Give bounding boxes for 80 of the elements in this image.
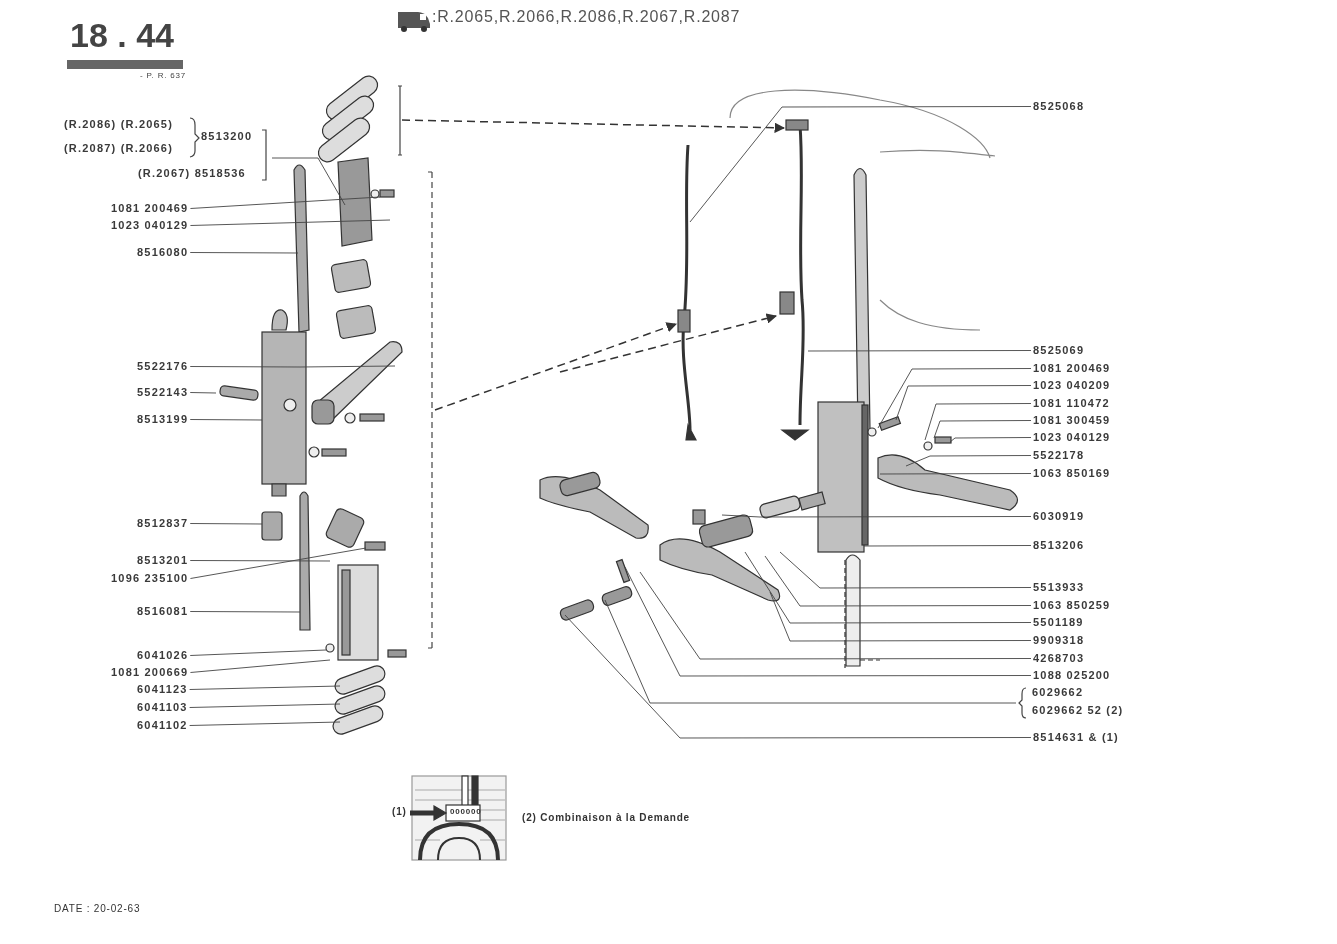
leader-line: [877, 368, 1032, 429]
part-number: 5522143: [137, 386, 189, 399]
leader-line: [949, 437, 1032, 443]
leader-line: [189, 365, 396, 368]
part-number: 1023 040129: [1033, 431, 1111, 444]
leader-line: [779, 551, 1032, 589]
part-number: 8516081: [137, 605, 189, 618]
part-number: 8516080: [137, 246, 189, 259]
part-number: 1023 040129: [111, 219, 189, 232]
leader-line: [190, 219, 391, 226]
part-number: (R.2086) (R.2065): [64, 118, 174, 131]
leader-line: [807, 350, 1032, 352]
leader-line: [190, 659, 331, 673]
leader-line: [190, 547, 367, 579]
leader-line: [721, 514, 1032, 518]
leader-line: [769, 591, 1032, 642]
leader-line: [189, 649, 327, 656]
leader-line: [190, 196, 381, 209]
leader-line: [924, 403, 1032, 441]
part-number: 5522176: [137, 360, 189, 373]
leader-line: [764, 555, 1032, 607]
date-note: DATE : 20-02-63: [54, 903, 141, 914]
leader-line: [189, 611, 301, 613]
part-number: 4268703: [1033, 652, 1085, 665]
leader-line: [271, 157, 346, 206]
part-number: 1096 235100: [111, 572, 189, 585]
part-number: 8525068: [1033, 100, 1085, 113]
leader-line: [189, 392, 217, 394]
leader-line: [624, 566, 1032, 677]
part-number: 6041103: [137, 701, 188, 714]
leader-line: [189, 252, 299, 254]
part-number: 1023 040209: [1033, 379, 1111, 392]
part-number: 5522178: [1033, 449, 1085, 462]
leader-line: [863, 545, 1032, 547]
part-number: 1063 850259: [1033, 599, 1111, 612]
part-number: 1081 110472: [1033, 397, 1110, 410]
leader-line: [744, 551, 1032, 624]
part-number: 6041026: [137, 649, 189, 662]
part-number: 5513933: [1033, 581, 1085, 594]
part-number: 1088 025200: [1033, 669, 1111, 682]
part-number: 1063 850169: [1033, 467, 1111, 480]
part-number: (R.2087) (R.2066): [64, 142, 174, 155]
part-number: 1081 200469: [111, 202, 189, 215]
leader-line: [189, 703, 341, 708]
part-number: 6029662: [1032, 686, 1084, 699]
page-title: 18 . 44: [70, 16, 174, 55]
model-list: :R.2065,R.2066,R.2086,R.2067,R.2087: [432, 8, 741, 26]
leader-line: [189, 560, 331, 562]
leader-line: [689, 106, 1032, 223]
callout-number: (1): [392, 806, 407, 817]
part-number: 6030919: [1033, 510, 1085, 523]
leader-line: [895, 385, 1032, 421]
part-number: 8512837: [137, 517, 189, 530]
part-number: 1081 200669: [111, 666, 189, 679]
footnote: (2) Combinaison à la Demande: [522, 812, 690, 823]
leader-line: [189, 419, 263, 421]
part-number: 6041123: [137, 683, 188, 696]
part-number: 9909318: [1033, 634, 1085, 647]
part-number: 8513200: [201, 130, 253, 143]
part-number: 8514631 & (1): [1033, 731, 1119, 744]
part-number: 8513206: [1033, 539, 1085, 552]
part-number: 5501189: [1033, 616, 1084, 629]
leader-line: [905, 455, 1032, 467]
leader-line: [189, 721, 341, 726]
part-number: 8513199: [137, 413, 189, 426]
part-number: 8513201: [137, 554, 189, 567]
part-number: 6029662 52 (2): [1032, 704, 1124, 717]
leader-line: [564, 614, 1032, 739]
leader-line: [189, 685, 341, 690]
leader-line: [879, 473, 1032, 475]
part-number: 8525069: [1033, 344, 1085, 357]
part-number: 1081 300459: [1033, 414, 1111, 427]
part-number: (R.2067) 8518536: [138, 167, 246, 180]
leader-line: [933, 420, 1032, 439]
part-number: 6041102: [137, 719, 188, 732]
leader-line: [639, 571, 1032, 660]
plate-reference: - P. R. 637: [140, 71, 186, 80]
leader-line: [604, 599, 1017, 704]
leader-line: [189, 523, 263, 525]
part-number: 1081 200469: [1033, 362, 1111, 375]
